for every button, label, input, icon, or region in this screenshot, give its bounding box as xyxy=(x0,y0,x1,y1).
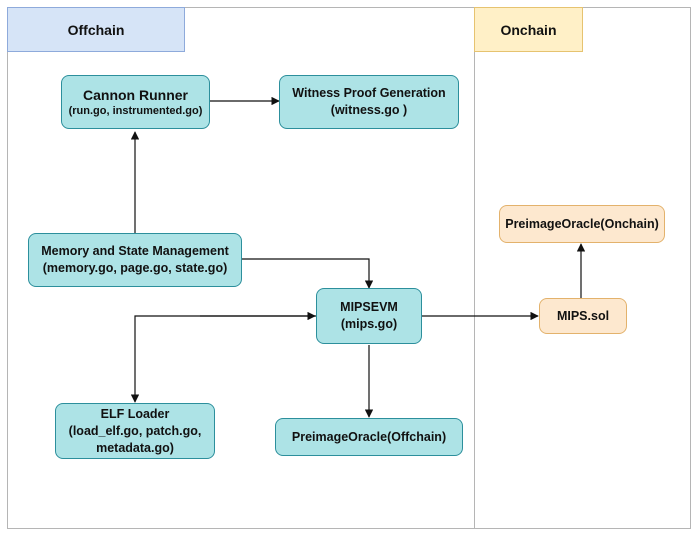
offchain-label: Offchain xyxy=(67,21,125,38)
witness-files: (witness.go ) xyxy=(330,103,408,117)
elf-loader-files: (load_elf.go, patch.go, xyxy=(68,423,202,438)
mips-sol-title: MIPS.sol xyxy=(556,308,610,323)
witness-title: Witness Proof Generation xyxy=(292,86,446,100)
elf-loader-title: ELF Loader xyxy=(100,406,170,421)
edge-mipsevm-to-elf xyxy=(130,315,316,403)
onchain-header: Onchain xyxy=(474,7,583,52)
mips-sol-node: MIPS.sol xyxy=(539,298,627,334)
onchain-label: Onchain xyxy=(500,21,557,38)
cannon-runner-node: Cannon Runner (run.go, instrumented.go) xyxy=(61,75,210,129)
memory-node: Memory and State Management (memory.go, … xyxy=(28,233,242,287)
elf-loader-files-2: metadata.go) xyxy=(96,440,174,455)
witness-node: Witness Proof Generation (witness.go ) xyxy=(279,75,459,129)
memory-title: Memory and State Management xyxy=(41,244,229,258)
offchain-header: Offchain xyxy=(7,7,185,52)
elf-loader-node: ELF Loader (load_elf.go, patch.go, metad… xyxy=(55,403,215,459)
preimage-offchain-title: PreimageOracle(Offchain) xyxy=(291,429,447,444)
mipsevm-node: MIPSEVM (mips.go) xyxy=(316,288,422,344)
cannon-runner-files: (run.go, instrumented.go) xyxy=(68,104,203,117)
preimage-offchain-node: PreimageOracle(Offchain) xyxy=(275,418,463,456)
mipsevm-files: (mips.go) xyxy=(340,317,398,331)
cannon-runner-title: Cannon Runner xyxy=(83,86,188,103)
memory-files: (memory.go, page.go, state.go) xyxy=(42,261,228,275)
preimage-onchain-title: PreimageOracle(Onchain) xyxy=(505,216,659,231)
preimage-onchain-node: PreimageOracle(Onchain) xyxy=(499,205,665,243)
mipsevm-title: MIPSEVM xyxy=(340,300,398,314)
edge-memory-to-mipsevm xyxy=(242,258,374,289)
